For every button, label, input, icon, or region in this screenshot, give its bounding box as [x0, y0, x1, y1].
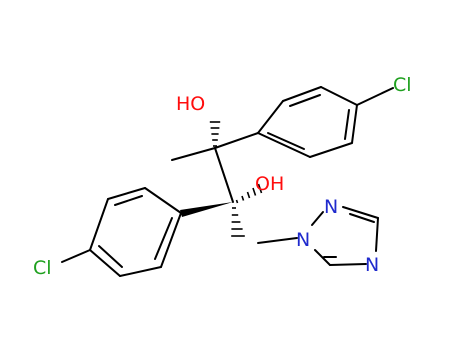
- atom-label-n-top: N: [324, 196, 338, 218]
- bond-c2-c3: [214, 147, 234, 203]
- atom-label-n-bottom: N: [365, 254, 379, 276]
- lower-phenyl-ring: [89, 187, 182, 277]
- bold-wedge-bond-c3-aryl: [180, 202, 233, 217]
- atom-label-cl-right: Cl: [393, 74, 412, 96]
- hashed-wedge-bond-c3-ch2: [231, 207, 245, 237]
- atom-label-cl-left: Cl: [33, 257, 52, 279]
- bond-c2-methyl: [171, 147, 216, 161]
- atom-label-oh-top: HO: [176, 93, 205, 115]
- bond-ch2-n1: [257, 237, 298, 244]
- upper-phenyl-ring: [257, 86, 358, 158]
- atom-label-oh-mid: OH: [255, 173, 284, 195]
- bond-lower-ccl: [61, 249, 91, 263]
- triazole-ring: [311, 206, 379, 266]
- bond-c2-aryl: [214, 132, 259, 149]
- hashed-wedge-bond-c2-oh: [209, 121, 221, 147]
- bond-upper-ccl: [356, 87, 394, 106]
- hashed-wedge-bond-c3-oh: [235, 183, 263, 204]
- atom-label-n-left: N: [296, 229, 310, 251]
